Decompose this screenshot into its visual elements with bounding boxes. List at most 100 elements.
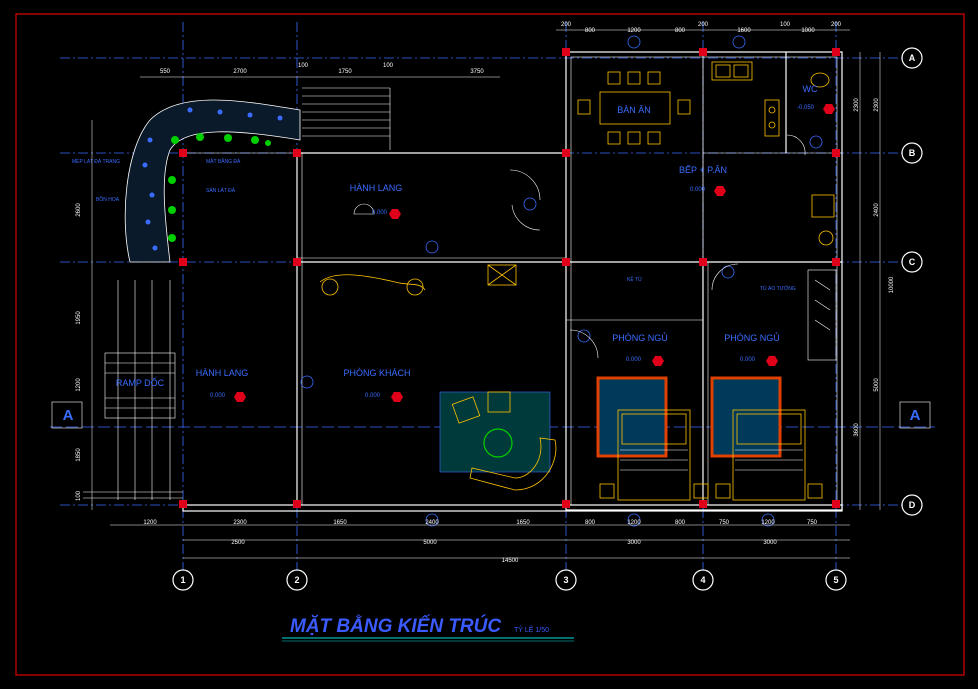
dim: 2300 [233,520,247,526]
note-bon-hoa: BỒN HOA [96,196,120,203]
dim: 10000 [889,276,895,293]
dim: 800 [585,520,596,526]
ramp [83,280,183,500]
room-phong-ngu-1: PHÒNG NGỦ [612,332,668,343]
dining-set [577,71,691,145]
grid-col-3-label: 3 [563,575,568,585]
dim: 2700 [233,69,247,75]
level-text: 0.000 [690,187,706,193]
level-text: 0.000 [626,357,642,363]
dim: 2500 [231,540,245,546]
dim: 1950 [76,311,82,325]
level-text: 0.000 [372,210,388,216]
grid-col-4-label: 4 [700,575,705,585]
level-text: 0.000 [365,393,381,399]
grid-row-c-label: C [909,257,916,267]
grid-row-b-label: B [909,148,916,158]
grid-col-2 [286,569,308,591]
wardrobe [807,269,837,361]
level-bep: 0.000 [690,186,726,196]
room-ban-an: BÀN ĂN [617,105,651,115]
note-san-lat: SÀN LÁT ĐÁ [206,187,236,194]
level-wc: -0.050 [797,104,835,114]
dim: 100 [76,490,82,501]
dim: 3000 [763,540,777,546]
section-left-label: A [63,407,74,424]
dim-total: 14500 [502,558,519,564]
dim: 2300 [874,98,880,112]
grid-row-d-label: D [909,500,916,510]
room-hanh-lang-top: HÀNH LANG [350,183,403,193]
dim: 100 [383,63,394,69]
dim: 5000 [423,540,437,546]
annotation-notes: MÉP LAT ĐÁ TRANG MẶT BẰNG ĐÁ BỒN HOA SÀN… [72,157,796,292]
dim: 1600 [737,28,751,34]
dim: 200 [561,22,572,28]
note-tu-ao: TỦ ÁO TƯỜNG [760,285,796,292]
dim: 2400 [425,520,439,526]
grid-row-markers: A B C D [901,47,923,516]
doors [509,134,806,359]
room-labels: BÀN ĂN BẾP + P.ĂN WC HÀNH LANG HÀNH LANG… [116,84,818,388]
dim: 1200 [627,28,641,34]
dim: 750 [807,520,818,526]
drawing-frame [15,13,965,676]
dims-bottom-row1: 1200 2300 1650 2400 1650 800 1200 800 75… [143,520,817,526]
dims-left: 2600 1950 1200 1850 100 [76,203,82,501]
dim: 550 [160,69,171,75]
room-ramp: RAMP DỐC [116,377,165,388]
dim: 1750 [338,69,352,75]
dims-bottom-row2: 2500 5000 3000 3000 14500 [231,540,777,564]
dim: 1200 [143,520,157,526]
stair-top [302,87,391,150]
level-hanh-lang-left: 0.000 [210,392,246,402]
dim: 1200 [761,520,775,526]
grid-col-2-label: 2 [294,575,299,585]
grid-col-3 [555,569,577,591]
drawing-scale: TỶ LỆ 1/50 [514,625,549,634]
wall-tags [300,35,823,527]
columns [179,48,840,508]
grid-row-a-label: A [909,53,916,63]
dim: 2400 [874,203,880,217]
dim: 800 [675,520,686,526]
dim: 3000 [627,540,641,546]
side-table [487,264,517,286]
dim: 3750 [470,69,484,75]
dim: 3600 [854,423,860,437]
grid-col-1-label: 1 [180,575,185,585]
level-phong-khach: 0.000 [365,392,403,402]
level-hanh-lang-top: 0.000 [353,203,401,219]
grid-col-4 [692,569,714,591]
level-text: -0.050 [797,105,815,111]
note-ke-tu: KỆ TỦ [627,275,642,283]
level-phong-ngu-1: 0.000 [626,356,664,366]
dims-top-left: 550 2700 100 1750 100 3750 [160,63,484,75]
dim: 1850 [76,448,82,462]
dim: 100 [780,22,791,28]
dim: 1200 [627,520,641,526]
room-bep: BẾP + P.ĂN [679,165,727,175]
dim: 1650 [516,520,530,526]
dim: 750 [719,520,730,526]
dim: 2600 [76,203,82,217]
grid-col-5 [825,569,847,591]
dims-right: 2300 2300 2400 10000 5000 3600 [854,98,895,437]
grid-col-1 [172,569,194,591]
level-tags: 0.000 0.000 0.000 0.000 0.000 0.000 -0.0… [210,104,835,402]
note-mep-lat: MÉP LAT ĐÁ TRANG [72,158,120,165]
level-phong-ngu-2: 0.000 [740,356,778,366]
dim: 800 [585,28,596,34]
grid-col-5-label: 5 [833,575,838,585]
dim: 1000 [801,28,815,34]
dim: 100 [298,63,309,69]
note-mat-bang: MẶT BẰNG ĐÁ [206,157,241,165]
dimension-lines [91,29,881,559]
section-right-label: A [910,407,921,424]
dim: 200 [831,22,842,28]
room-phong-ngu-2: PHÒNG NGỦ [724,332,780,343]
section-markers: A A [51,401,931,429]
room-hanh-lang-left: HÀNH LANG [196,368,249,378]
room-wc: WC [803,84,818,94]
